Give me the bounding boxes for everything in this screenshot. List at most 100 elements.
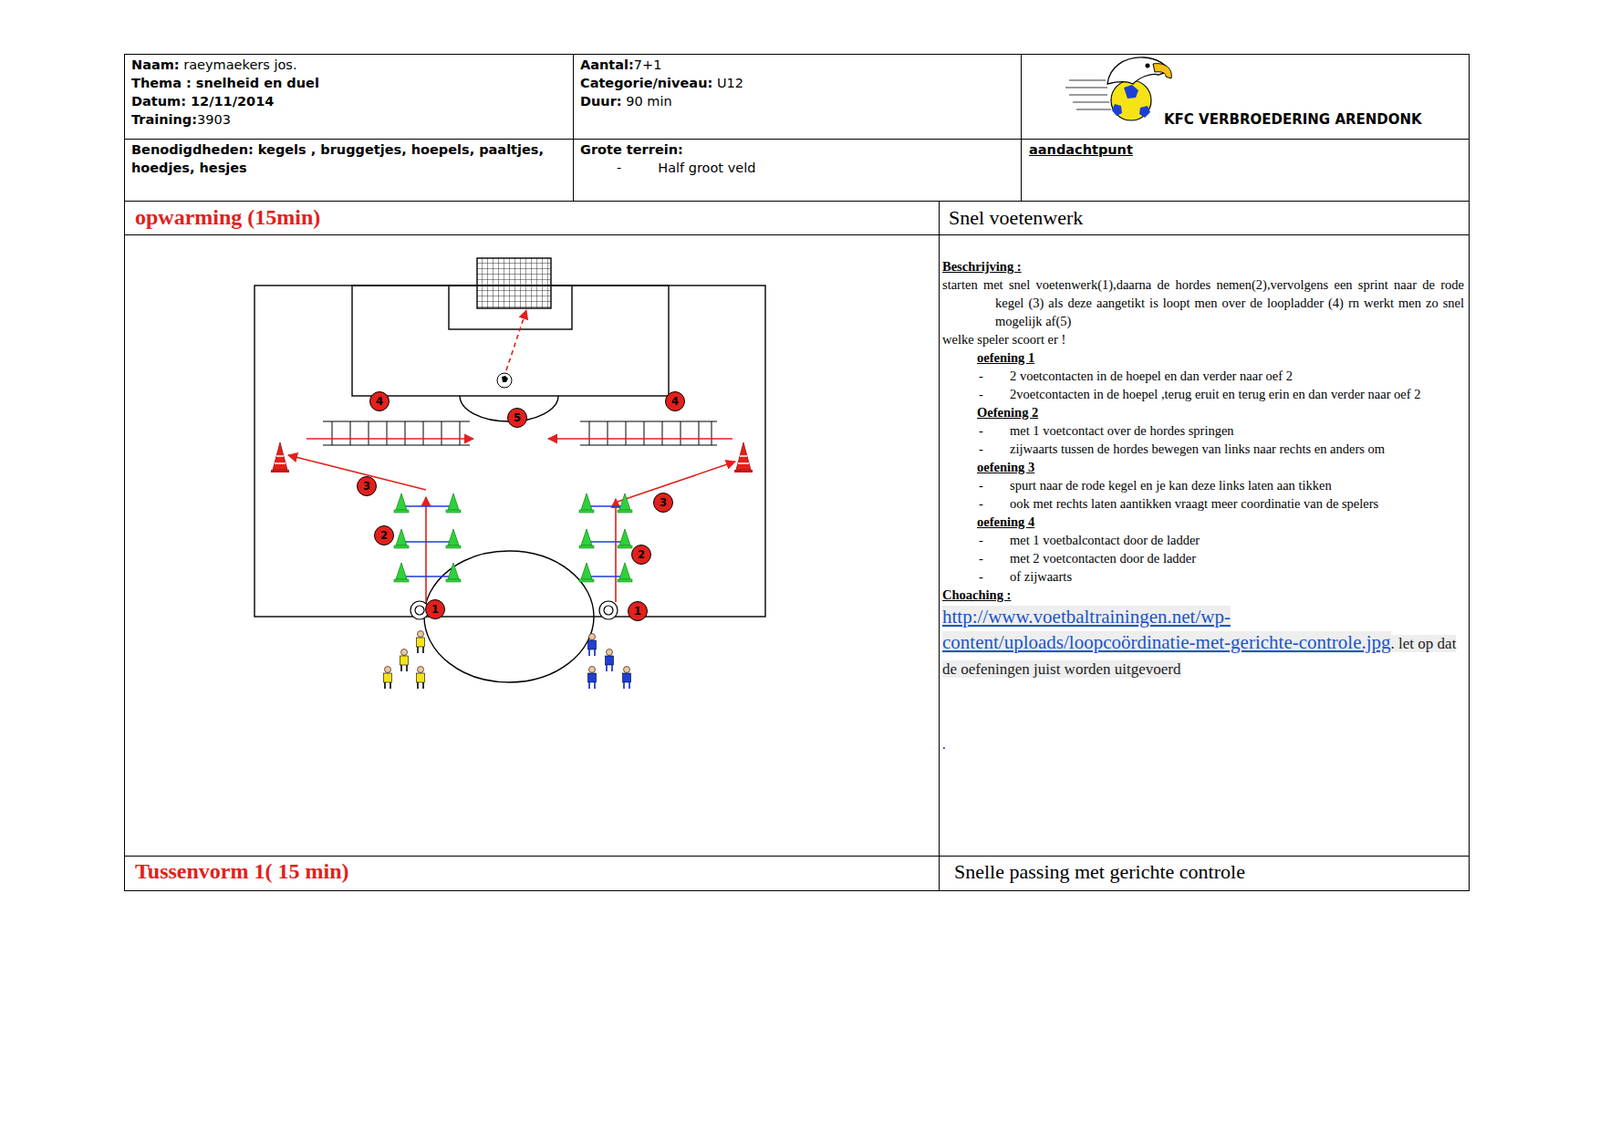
equipment-cell: Benodigdheden: kegels , bruggetjes, hoep… [131, 140, 561, 177]
table-grid [124, 54, 1470, 892]
red-cone [734, 442, 753, 473]
player [400, 649, 409, 673]
heading-text: Snelle passing met gerichte controle [954, 859, 1465, 885]
player [416, 666, 426, 690]
green-cone [579, 562, 594, 582]
callout-circle: 3 [356, 476, 377, 497]
callout-circle: 2 [374, 525, 395, 546]
callout-number: 4 [671, 394, 679, 408]
cell-text: Duur: 90 min [580, 92, 1015, 111]
bullet-dash: - [978, 384, 1007, 404]
green-cone [579, 529, 594, 549]
bullet-dash: - [978, 439, 1007, 458]
bullet-dash: - [978, 476, 1007, 495]
info-cell: Naam: raeymaekers jos.Thema : snelheid e… [131, 55, 568, 129]
exercise-title: Snel voetenwerk [948, 205, 1460, 231]
goal-net [477, 258, 551, 309]
club-logo [1111, 80, 1152, 121]
green-cone [617, 529, 633, 549]
run-arrows [288, 438, 736, 603]
green-cone [394, 493, 633, 582]
green-cone [394, 562, 409, 582]
table-grid [124, 139, 1469, 857]
table-grid [124, 53, 1470, 892]
cell-text: Categorie/niveau: U12 [580, 73, 1015, 93]
football-field [254, 285, 766, 683]
run-arrows [425, 497, 427, 603]
cell-text: Benodigdheden: kegels , bruggetjes, hoep… [131, 140, 561, 177]
green-cone [617, 562, 633, 582]
field-cell: Grote terrein:- Half groot veld [580, 140, 1015, 177]
bullet-dash: - [616, 158, 622, 177]
callout-number: 4 [375, 394, 384, 408]
shot-arrow [506, 310, 527, 371]
player [623, 666, 632, 690]
club-logo [1153, 63, 1172, 79]
callout-circle: 4 [369, 391, 390, 412]
section-heading: opwarming (15min) [135, 204, 920, 230]
heading-text: Snel voetenwerk [948, 205, 1460, 231]
ball [497, 373, 512, 388]
cell-text: met 1 voetbalcontact door de ladder [1009, 530, 1465, 550]
club-logo [1111, 84, 1151, 118]
heading-text: opwarming (15min) [135, 204, 920, 230]
callout-number: 3 [659, 496, 667, 510]
run-arrows [306, 437, 474, 440]
cell-text: zijwaarts tussen de hordes bewegen van l… [1009, 439, 1465, 458]
green-cone [446, 493, 461, 513]
bullet-dash: - [978, 494, 1007, 513]
link-text: http://www.voetbaltrainingen.net/wp-cont… [942, 605, 1392, 654]
run-arrows [617, 461, 736, 502]
heading-text: oefening 4 [976, 512, 1465, 531]
callout-number: 5 [513, 411, 521, 425]
hoop [603, 605, 613, 615]
callout-circle: 5 [507, 407, 528, 428]
hurdle [398, 506, 630, 577]
green-cone [579, 493, 594, 513]
cell-text: of zijwaarts [1009, 567, 1465, 586]
bullet-dash: - [978, 366, 1007, 385]
football-field [424, 550, 594, 683]
callout-number: 1 [633, 604, 642, 618]
player [416, 631, 426, 655]
bullet-dash: - [978, 530, 1007, 550]
cell-text: KFC VERBROEDERING ARENDONK [1163, 110, 1465, 129]
attention-cell: aandachtpunt [1028, 140, 1458, 159]
cell-text: Aantal:7+1 [580, 55, 1015, 74]
green-cone [446, 562, 461, 582]
player [588, 633, 597, 657]
info-cell: Aantal:7+1Categorie/niveau: U12Duur: 90 … [580, 55, 1015, 111]
green-cone [394, 493, 409, 513]
callout-circle: 2 [631, 544, 652, 565]
run-arrows [548, 437, 733, 440]
cell-text: met 2 voetcontacten door de ladder [1009, 549, 1465, 568]
callout-circle: 4 [664, 391, 686, 412]
player [605, 649, 614, 673]
agility-ladder [332, 421, 460, 446]
section-heading: Tussenvorm 1( 15 min) [135, 858, 920, 884]
heading-text: Tussenvorm 1( 15 min) [135, 858, 920, 884]
cell-text: Thema : snelheid en duel [131, 73, 568, 93]
green-cone [446, 529, 461, 549]
heading-text: Oefening 2 [976, 403, 1465, 422]
club-name-cell: KFC VERBROEDERING ARENDONK [1163, 110, 1465, 129]
cell-text: Naam: raeymaekers jos. [131, 55, 568, 74]
cell-text: welke speler scoort er ! [942, 330, 1465, 349]
cell-text: aandachtpunt [1028, 140, 1458, 159]
cell-text: Grote terrein: [580, 140, 1015, 159]
bullet-dash: - [978, 567, 1007, 586]
player [384, 631, 632, 690]
cell-text: . [942, 735, 1465, 754]
football-field [254, 285, 766, 617]
club-logo [1145, 63, 1151, 69]
heading-text: oefening 1 [976, 348, 1465, 367]
hoop [415, 605, 425, 615]
cell-text: Half groot veld [657, 158, 756, 177]
player [384, 666, 393, 690]
cell-text: spurt naar de rode kegel en je kan deze … [1009, 476, 1465, 495]
exercise-title: Snelle passing met gerichte controle [954, 859, 1465, 885]
cell-text: ook met rechts laten aantikken vraagt me… [1009, 494, 1465, 513]
run-arrows [614, 498, 617, 603]
cell-text: met 1 voetcontact over de hordes springe… [1009, 421, 1465, 440]
